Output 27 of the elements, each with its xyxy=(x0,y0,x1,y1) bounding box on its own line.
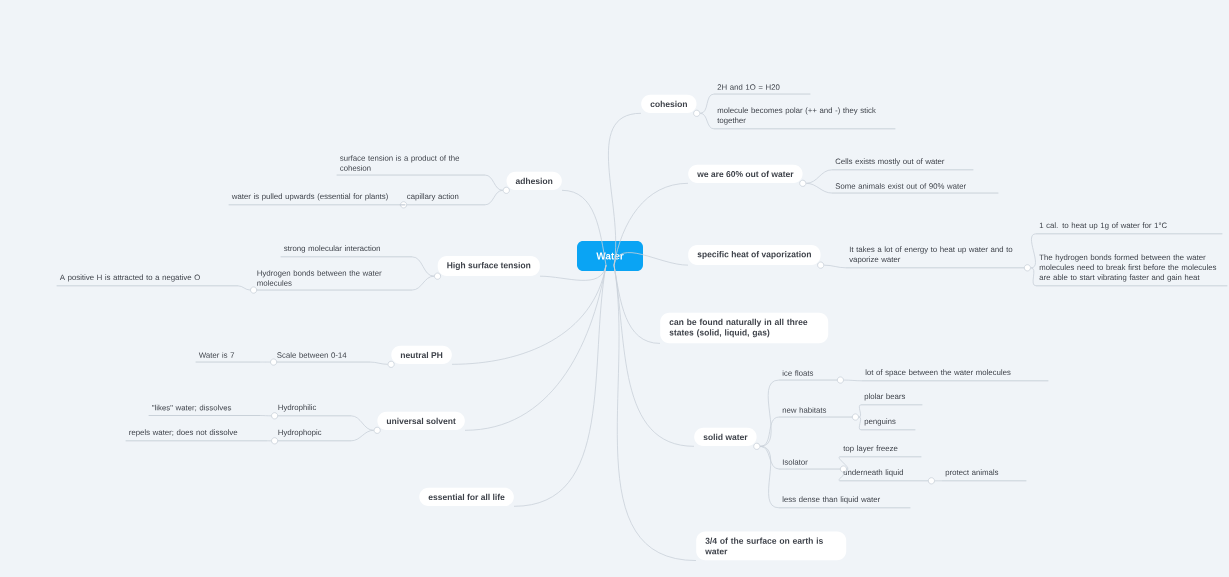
branch-line xyxy=(613,264,697,561)
topic-box: adhesion xyxy=(506,171,562,191)
topic-box: 3/4 of the surface on earth is water xyxy=(696,531,847,561)
branch-line xyxy=(513,264,607,507)
branch-line xyxy=(805,169,833,184)
branch-line xyxy=(805,182,833,194)
branch-line xyxy=(838,468,849,482)
branch-line xyxy=(1030,233,1037,269)
branch-line xyxy=(484,189,504,206)
branch-line xyxy=(759,416,780,447)
topic-box: can be found naturally in all three states (solid, liquid, gas) xyxy=(660,312,829,344)
branch-line xyxy=(838,456,849,470)
branch-line xyxy=(561,189,607,266)
topic-box: specific heat of vaporization xyxy=(688,245,821,265)
topic-box: High surface tension xyxy=(437,256,540,276)
branch-line xyxy=(411,256,435,277)
branch-line xyxy=(699,93,715,114)
branch-line xyxy=(1030,267,1037,287)
branch-line xyxy=(350,415,375,431)
topic-box: cohesion xyxy=(641,94,697,114)
branch-line xyxy=(237,285,251,291)
branch-line xyxy=(411,275,435,291)
branch-line xyxy=(613,252,689,266)
branch-line xyxy=(823,264,847,269)
branch-line xyxy=(699,112,715,130)
branch-line xyxy=(350,429,375,442)
branch-line xyxy=(484,174,504,191)
